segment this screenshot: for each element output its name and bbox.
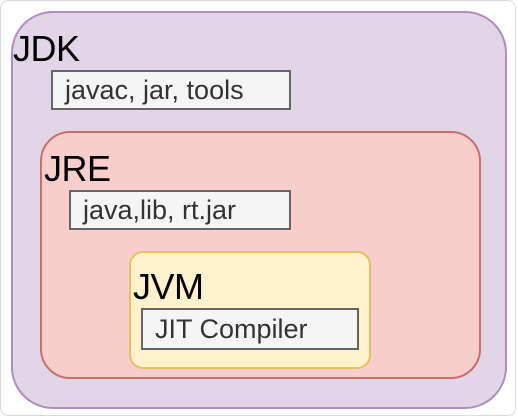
jvm-components-label: JIT Compiler (141, 308, 359, 350)
jdk-title: JDK (13, 28, 80, 69)
jre-title: JRE (44, 148, 111, 189)
jdk-components-label: javac, jar, tools (51, 70, 291, 110)
jre-components-label: java,lib, rt.jar (69, 190, 291, 230)
jvm-title: JVM (133, 266, 204, 307)
